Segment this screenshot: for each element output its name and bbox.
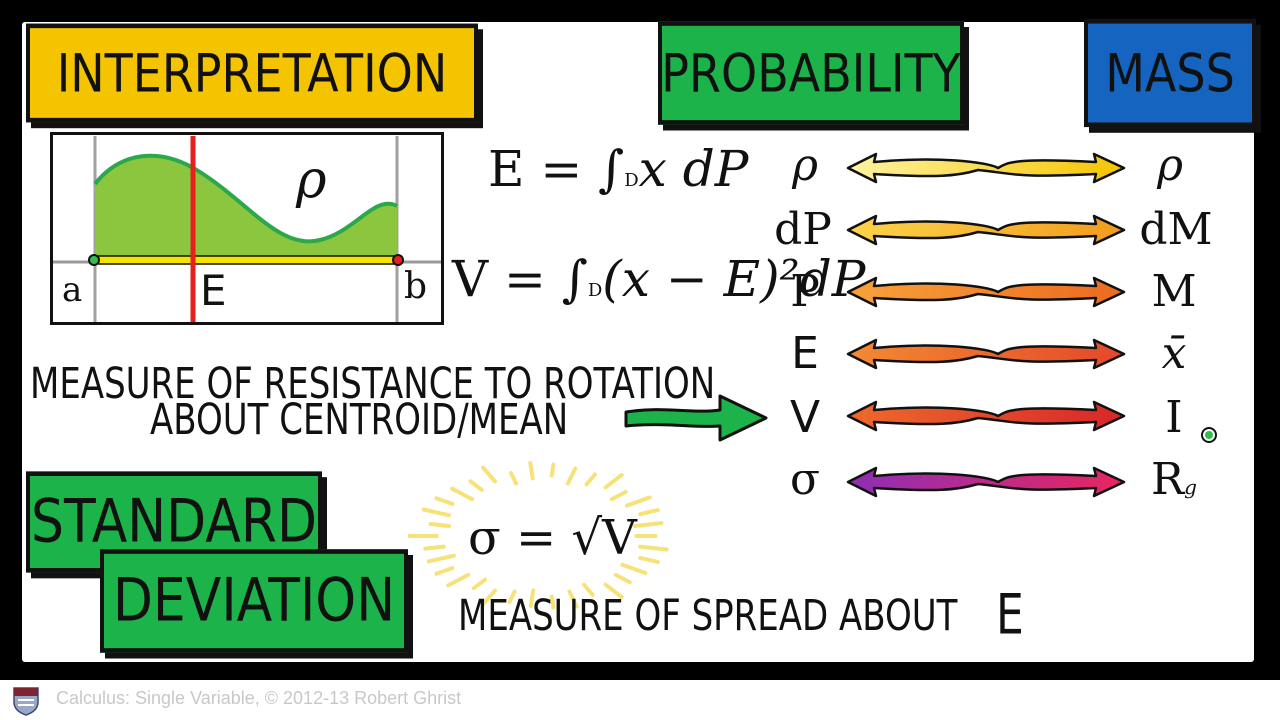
mass-title: MASS — [1105, 41, 1235, 105]
right-endpoint-dot — [392, 254, 404, 266]
glow-ray — [638, 508, 660, 517]
glow-ray — [528, 588, 536, 608]
glow-ray — [471, 577, 488, 591]
glow-ray — [567, 589, 579, 609]
graph-a-label: a — [62, 270, 83, 310]
glow-ray — [481, 465, 498, 484]
glow-ray — [624, 495, 652, 508]
analogy-left-3: E — [791, 328, 819, 379]
expectation-lhs: E = ∫ — [488, 140, 625, 198]
glow-ray — [446, 572, 471, 588]
analogy-right-1: dM — [1139, 204, 1213, 255]
university-crest-icon — [13, 687, 39, 716]
probability-title: PROBABILITY — [661, 41, 961, 105]
glow-ray — [565, 466, 578, 486]
density-curve — [93, 153, 398, 244]
footer-credit: Calculus: Single Variable, © 2012-13 Rob… — [56, 688, 462, 708]
analogy-arrow-2 — [846, 276, 1126, 308]
glow-ray — [613, 572, 632, 585]
graph-E-label: E — [200, 266, 227, 315]
analogy-arrow-3 — [846, 338, 1126, 370]
glow-ray — [507, 589, 517, 605]
footer — [0, 680, 1280, 720]
left-endpoint-dot — [88, 254, 100, 266]
expectation-formula: E = ∫Dx dP — [488, 140, 748, 198]
analogy-arrow-5 — [846, 466, 1126, 498]
interpretation-title: INTERPRETATION — [56, 41, 448, 105]
gyration-symbol: R — [1151, 454, 1185, 505]
analogy-left-1: dP — [774, 204, 832, 255]
variance-lhs: V = ∫ — [452, 250, 588, 308]
rotation-text-line1: MEASURE OF RESISTANCE TO ROTATION — [30, 359, 716, 409]
green-pointer-arrow — [624, 394, 768, 442]
analogy-left-5: σ — [789, 454, 821, 505]
graph-rho-label: ρ — [296, 150, 327, 210]
glow-ray — [620, 562, 648, 575]
variance-formula: V = ∫D(x − E)²dP — [452, 250, 865, 308]
glow-ray — [528, 460, 535, 481]
deviation-banner: DEVIATION — [100, 549, 408, 653]
variance-domain: D — [587, 280, 603, 301]
spread-text: MEASURE OF SPREAD ABOUT — [458, 591, 958, 641]
probability-banner: PROBABILITY — [658, 21, 964, 125]
mass-banner: MASS — [1084, 18, 1256, 128]
glow-ray — [426, 553, 456, 564]
graph-b-label: b — [404, 266, 428, 307]
rotation-text-line2: ABOUT CENTROID/MEAN — [150, 395, 569, 445]
centroid-dot-icon — [1201, 427, 1217, 443]
analogy-right-3: x̄ — [1161, 328, 1187, 379]
interpretation-banner: INTERPRETATION — [26, 23, 478, 123]
analogy-arrow-0 — [846, 152, 1126, 184]
glow-ray — [603, 582, 624, 600]
expectation-domain: D — [624, 170, 639, 191]
glow-ray — [481, 588, 498, 607]
analogy-right-2: M — [1151, 266, 1197, 317]
analogy-left-4: V — [789, 392, 821, 443]
glow-ray — [609, 489, 628, 502]
spread-symbol: E — [996, 583, 1024, 648]
glow-ray — [638, 544, 669, 552]
analogy-arrow-4 — [846, 400, 1126, 432]
analogy-right-0: ρ — [1157, 140, 1183, 191]
glow-ray — [508, 470, 519, 486]
moment-symbol: I — [1165, 392, 1183, 443]
variance-integrand: (x − E)²dP — [602, 250, 866, 308]
analogy-left-2: P — [790, 266, 820, 317]
glow-ray — [468, 479, 484, 492]
glow-ray — [434, 566, 455, 576]
glow-ray — [428, 521, 452, 528]
sigma-glow — [407, 460, 669, 610]
glow-ray — [423, 544, 446, 551]
glow-ray — [549, 462, 556, 478]
density-graph — [50, 132, 444, 325]
analogy-left-0: ρ — [792, 140, 818, 191]
analogy-right-5: Rg — [1134, 454, 1214, 505]
gyration-subscript: g — [1184, 475, 1197, 499]
analogy-arrow-1 — [846, 214, 1126, 246]
glow-ray — [638, 555, 660, 564]
glow-ray — [421, 507, 451, 518]
expectation-integrand: x dP — [638, 140, 749, 198]
standard-title: STANDARD — [30, 487, 318, 557]
glow-ray — [549, 594, 556, 610]
glow-ray — [632, 521, 664, 528]
glow-ray — [582, 582, 595, 597]
glow-ray — [450, 486, 475, 502]
sigma-formula: σ = √V — [468, 510, 637, 566]
glow-ray — [434, 496, 455, 506]
glow-ray — [603, 472, 624, 490]
glow-ray — [584, 472, 597, 487]
analogy-right-4: I — [1134, 392, 1214, 443]
deviation-title: DEVIATION — [112, 566, 396, 636]
